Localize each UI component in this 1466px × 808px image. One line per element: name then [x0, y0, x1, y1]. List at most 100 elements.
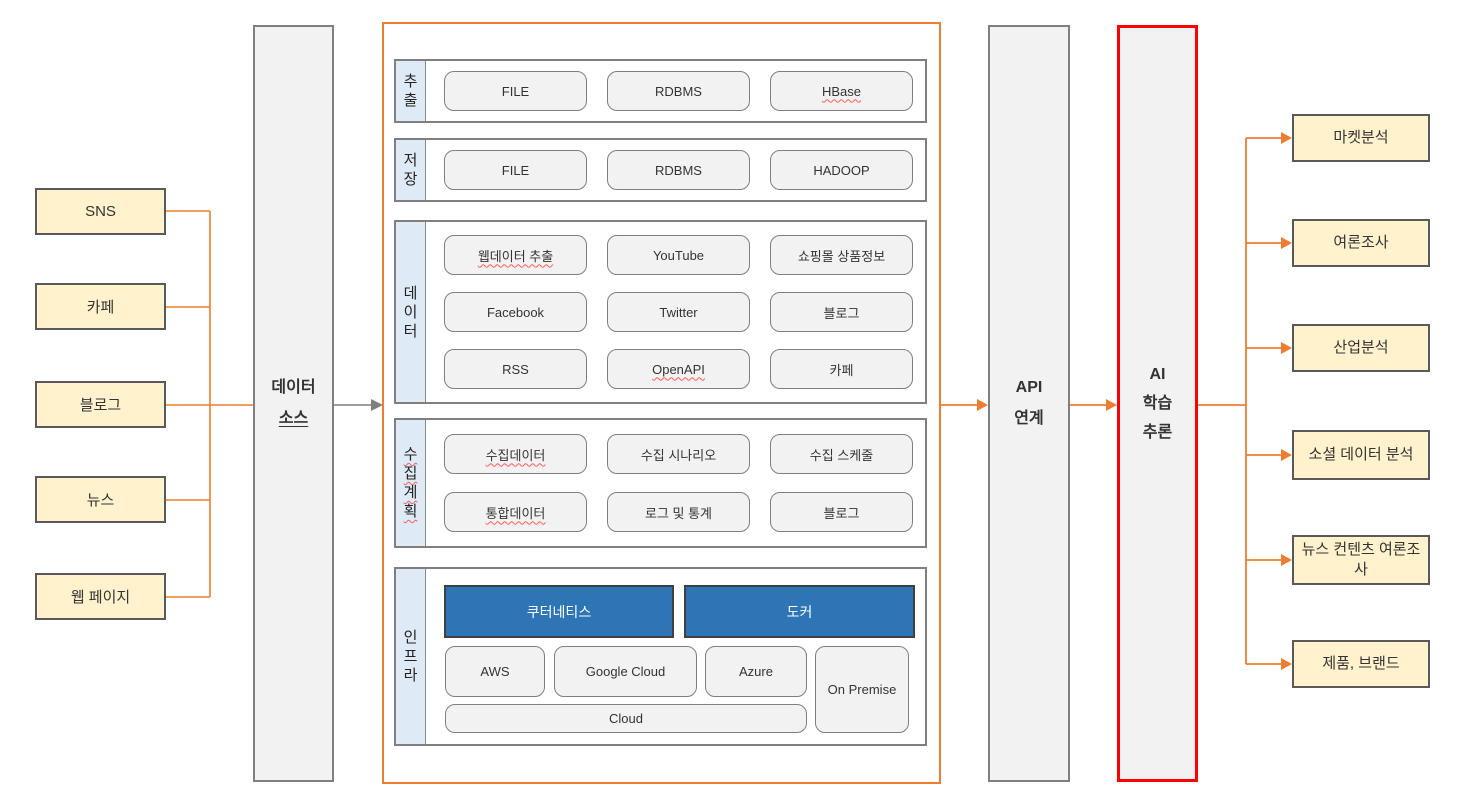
pipeline-item-box: OpenAPI	[607, 349, 750, 389]
data-source-column: 데이터 소스	[253, 25, 334, 782]
infra-cloud-box: On Premise	[815, 646, 909, 733]
left-source-label: 블로그	[79, 397, 122, 414]
orange-arrowhead-icon	[1106, 399, 1117, 411]
pipeline-item-box: 수집 스케줄	[770, 434, 913, 474]
infra-cloud-box: Google Cloud	[554, 646, 697, 697]
ai-inference-column: AI 학습 추론	[1117, 25, 1198, 782]
pipeline-item-box: 수집 시나리오	[607, 434, 750, 474]
pipeline-item-box: HADOOP	[770, 150, 913, 190]
ai-label-line2: 학습	[1142, 394, 1173, 412]
right-connector-lines	[1198, 137, 1281, 665]
orange-arrowhead-icon	[1281, 132, 1292, 144]
pipeline-item-box: 통합데이터	[444, 492, 587, 532]
pipeline-item-label: FILE	[501, 83, 530, 99]
infra-platform-box: 도커	[684, 585, 915, 638]
output-box: 뉴스 컨텐츠 여론조사	[1292, 535, 1430, 585]
pipeline-item-box: YouTube	[607, 235, 750, 275]
pipeline-item-box: HBase	[770, 71, 913, 111]
infra-platform-box: 쿠터네티스	[444, 585, 674, 638]
left-source-box: 뉴스	[35, 476, 166, 523]
output-label: 소셜 데이터 분석	[1308, 446, 1414, 463]
infra-platform-label: 쿠터네티스	[526, 603, 592, 620]
orange-arrowhead-icon	[1281, 554, 1292, 566]
pipeline-row-content: FILE RDBMS HBase	[426, 61, 925, 121]
pipeline-item-label: 블로그	[823, 505, 860, 521]
pipeline-item-box: 로그 및 통계	[607, 492, 750, 532]
pipeline-item-box: 카페	[770, 349, 913, 389]
pipeline-item-label: OpenAPI	[652, 361, 705, 377]
left-source-label: SNS	[85, 203, 116, 220]
pipeline-item-label: 로그 및 통계	[644, 505, 713, 521]
pipeline-item-label: RDBMS	[655, 83, 702, 99]
pipeline-item-box: 블로그	[770, 492, 913, 532]
pipeline-item-box: RDBMS	[607, 150, 750, 190]
left-source-box: 웹 페이지	[35, 573, 166, 620]
left-connector-lines	[166, 210, 253, 598]
pipeline-item-label: 수집데이터	[485, 447, 546, 463]
data-source-label-line1: 데이터	[271, 379, 316, 396]
pipeline-item-label: RSS	[502, 361, 529, 377]
pipeline-item-label: FILE	[501, 162, 530, 178]
pipeline-item-box: 쇼핑몰 상품정보	[770, 235, 913, 275]
infra-cloud-label: Azure	[739, 664, 773, 679]
data-source-label-line2: 소스	[278, 410, 309, 427]
orange-arrowhead-icon	[1281, 658, 1292, 670]
pipeline-item-label: Twitter	[659, 304, 698, 320]
gray-arrowhead-icon	[371, 399, 383, 411]
pipeline-item-label: YouTube	[652, 247, 705, 263]
pipeline-row-content: 웹데이터 추출 YouTube 쇼핑몰 상품정보 Facebook Twitter 블로그…	[426, 222, 925, 402]
ai-label-line3: 추론	[1142, 423, 1173, 441]
orange-arrowhead-icon	[1281, 237, 1292, 249]
ai-label-line1: AI	[1149, 365, 1166, 383]
pipeline-item-label: 수집 스케줄	[809, 447, 874, 463]
orange-arrowhead-icon	[977, 399, 988, 411]
output-label: 산업분석	[1333, 339, 1389, 356]
pipeline-item-box: FILE	[444, 71, 587, 111]
infra-cloud-label: AWS	[480, 664, 510, 679]
api-label-line1: API	[1015, 379, 1043, 396]
api-label-line2: 연계	[1014, 410, 1044, 427]
infra-cloud-box: Azure	[705, 646, 807, 697]
pipeline-item-box: Twitter	[607, 292, 750, 332]
left-source-label: 카페	[86, 299, 115, 316]
pipeline-item-label: HADOOP	[813, 162, 870, 178]
left-source-box: SNS	[35, 188, 166, 235]
output-box: 여론조사	[1292, 219, 1430, 267]
output-label: 마켓분석	[1333, 129, 1389, 146]
output-label: 제품, 브랜드	[1322, 655, 1400, 672]
api-link-column: API 연계	[988, 25, 1070, 782]
pipeline-item-box: RSS	[444, 349, 587, 389]
pipeline-item-box: 블로그	[770, 292, 913, 332]
pipeline-item-box: 웹데이터 추출	[444, 235, 587, 275]
orange-arrowhead-icon	[1281, 449, 1292, 461]
pipeline-item-box: FILE	[444, 150, 587, 190]
output-box: 마켓분석	[1292, 114, 1430, 162]
pipeline-row-content: FILE RDBMS HADOOP	[426, 140, 925, 200]
infra-cloud-box: AWS	[445, 646, 545, 697]
left-source-label: 뉴스	[86, 492, 115, 509]
output-box: 산업분석	[1292, 324, 1430, 372]
pipeline-item-label: 블로그	[823, 305, 860, 321]
pipeline-item-label: 쇼핑몰 상품정보	[797, 248, 886, 264]
output-box: 소셜 데이터 분석	[1292, 430, 1430, 480]
pipeline-item-label: HBase	[821, 83, 862, 99]
pipeline-item-box: RDBMS	[607, 71, 750, 111]
pipeline-item-label: RDBMS	[655, 162, 702, 178]
left-source-label: 웹 페이지	[70, 589, 131, 606]
output-label: 여론조사	[1333, 234, 1389, 251]
pipeline-item-label: Facebook	[486, 304, 545, 320]
pipeline-item-label: 웹데이터 추출	[477, 248, 554, 264]
pipeline-item-box: 수집데이터	[444, 434, 587, 474]
infra-cloud-label: Google Cloud	[585, 664, 666, 679]
